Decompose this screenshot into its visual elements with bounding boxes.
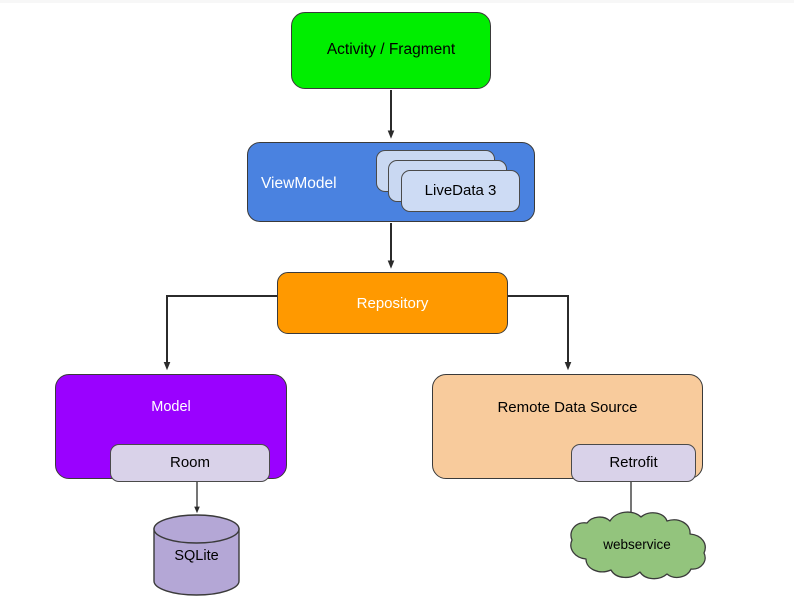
node-sqlite[interactable]: SQLite [152,514,241,596]
node-repository-label: Repository [356,295,429,312]
top-edge-divider [0,0,794,3]
node-viewmodel-label: ViewModel [261,175,337,192]
node-room-label: Room [169,454,210,471]
node-webservice[interactable]: webservice [563,507,711,584]
node-activity-fragment-label: Activity / Fragment [326,41,456,58]
node-model[interactable]: Model Room [55,374,287,482]
node-viewmodel[interactable]: ViewModel LiveData 3 [247,142,535,222]
node-remote-data-source-label: Remote Data Source [497,399,638,416]
edge-repository-to-remote-data-source [508,295,572,371]
database-cylinder-icon [153,514,240,596]
cloud-icon [570,511,706,580]
node-room[interactable]: Room [110,444,270,482]
edge-repository-to-model [163,295,277,371]
node-retrofit[interactable]: Retrofit [571,444,696,482]
node-remote-data-source[interactable]: Remote Data Source Retrofit [432,374,703,482]
node-activity-fragment[interactable]: Activity / Fragment [291,12,491,89]
node-model-label: Model [151,399,191,415]
livedata-card-front[interactable]: LiveData 3 [401,170,520,212]
node-repository[interactable]: Repository [277,272,508,334]
node-retrofit-label: Retrofit [609,454,658,471]
livedata-card-front-label: LiveData 3 [424,182,497,199]
